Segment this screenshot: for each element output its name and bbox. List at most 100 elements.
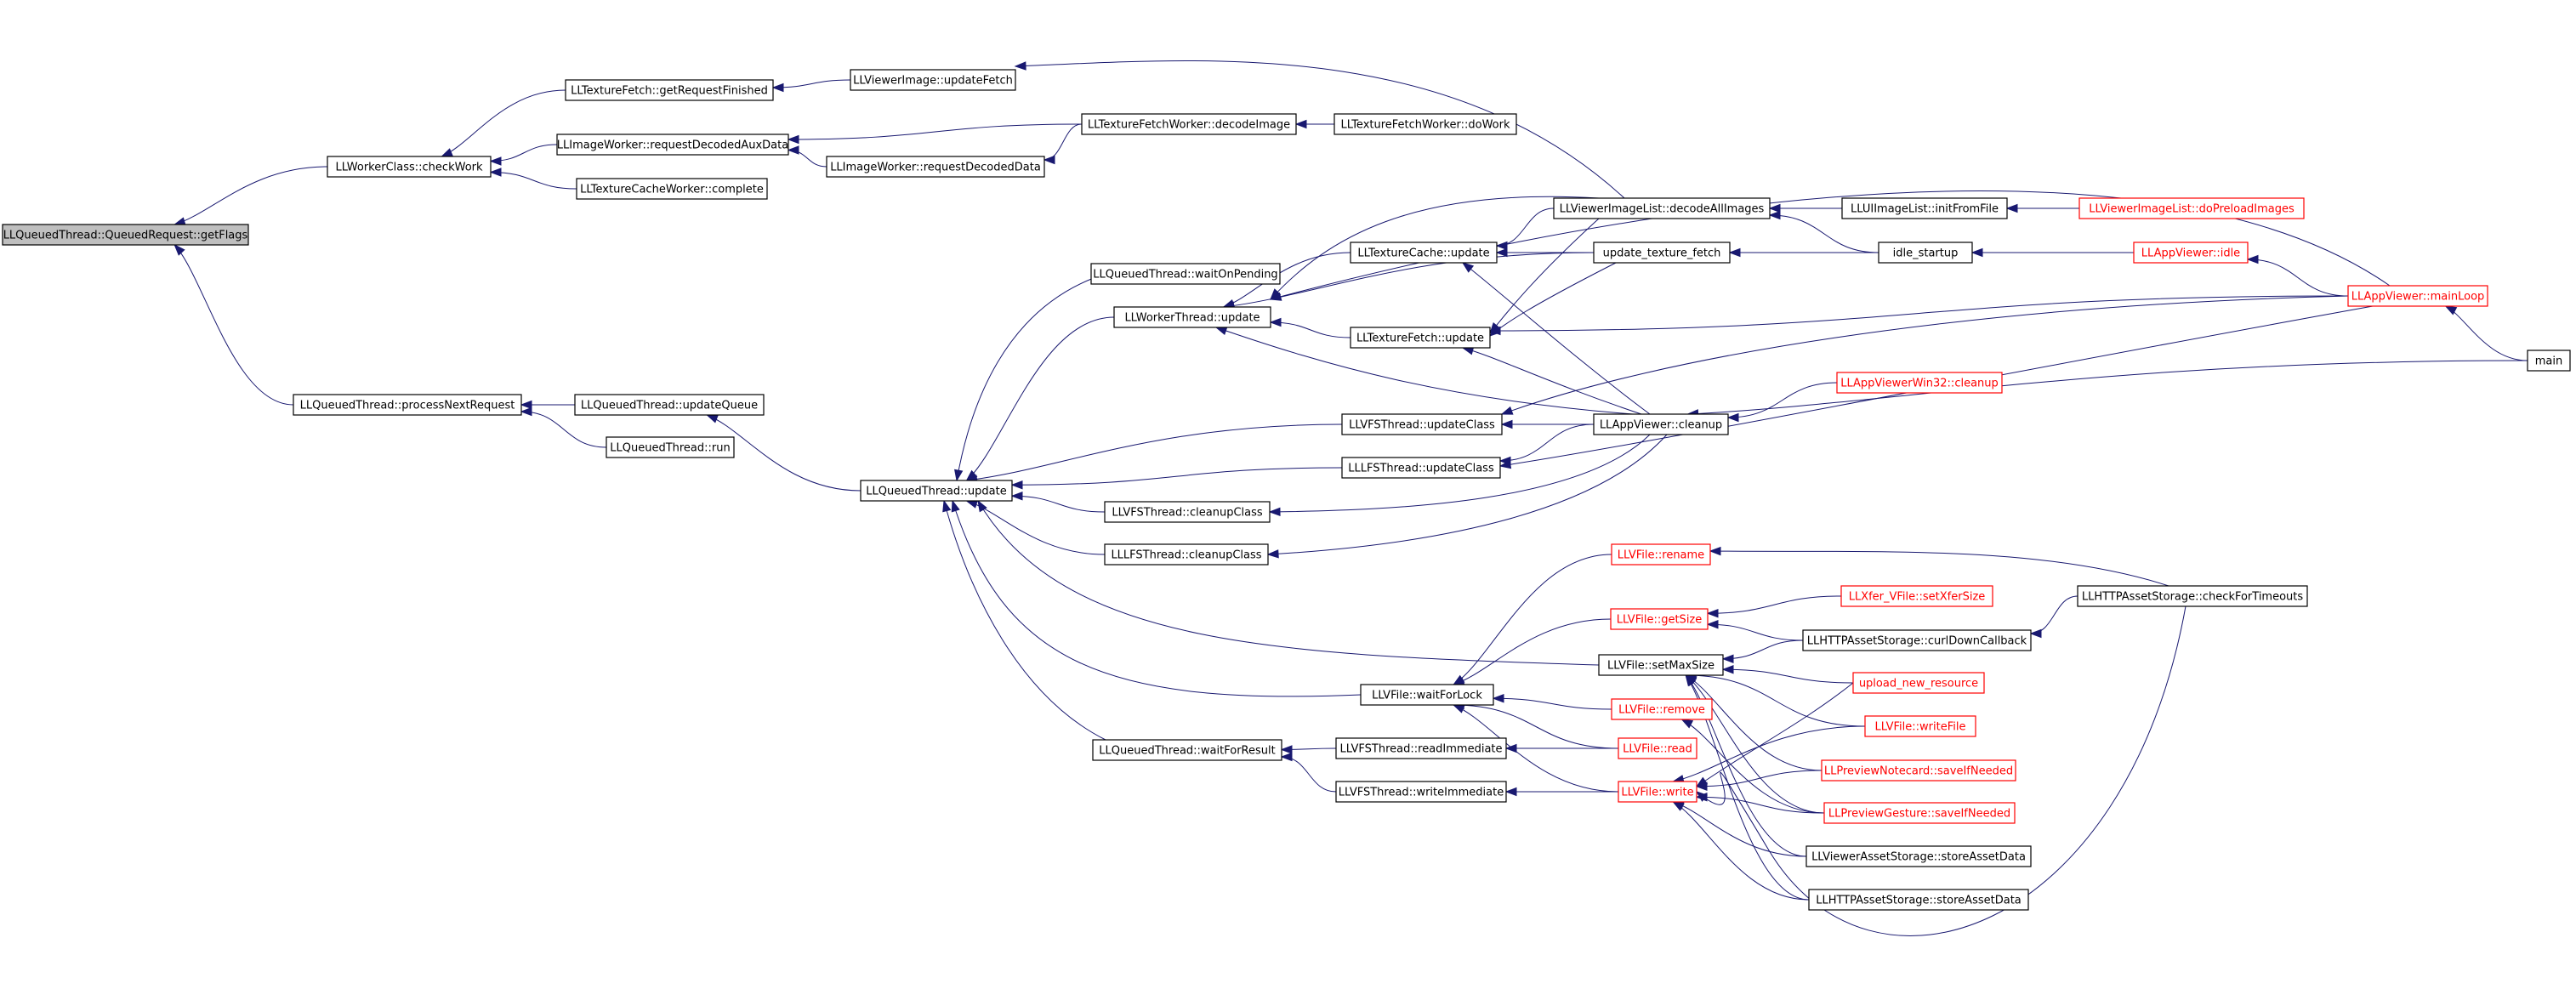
node-updateTextureFetch[interactable]: update_texture_fetch [1593, 242, 1731, 264]
edge-remove-to-waitForLock-arrowhead [1492, 694, 1504, 703]
node-uploadNewResource[interactable]: upload_new_resource [1852, 672, 1985, 694]
node-label: LLTextureFetch::getRequestFinished [571, 85, 768, 98]
node-decodeImage[interactable]: LLTextureFetchWorker::decodeImage [1081, 113, 1297, 135]
edge-updateTextureFetch-to-wtUpdate [1223, 252, 1595, 308]
node-write[interactable]: LLVFile::write [1618, 781, 1697, 803]
node-qtRun[interactable]: LLQueuedThread::run [606, 436, 735, 458]
node-vfsCleanupClass[interactable]: LLVFSThread::cleanupClass [1104, 501, 1271, 523]
edge-main-to-mainLoop-arrowhead [2444, 305, 2458, 315]
node-updateFetch[interactable]: LLViewerImage::updateFetch [850, 69, 1016, 91]
edge-decodeAllImages-to-texFetchUpdate [1489, 218, 1600, 334]
node-gestureSave[interactable]: LLPreviewGesture::saveIfNeeded [1823, 802, 2016, 824]
node-box [1090, 263, 1281, 285]
node-httpStoreAsset[interactable]: LLHTTPAssetStorage::storeAssetData [1808, 889, 2029, 911]
node-notecardSave[interactable]: LLPreviewNotecard::saveIfNeeded [1821, 759, 2016, 782]
node-getFlags[interactable]: LLQueuedThread::QueuedRequest::getFlags [2, 224, 249, 246]
node-getSize[interactable]: LLVFile::getSize [1610, 608, 1709, 630]
edge-qtUpdate-to-updateQueue [707, 414, 862, 492]
node-initFromFile[interactable]: LLUIImageList::initFromFile [1841, 197, 2008, 219]
edge-updateTextureFetch-to-texCacheUpdate-arrowhead [1495, 247, 1508, 258]
node-box [1104, 543, 1269, 566]
node-waitForLock[interactable]: LLVFile::waitForLock [1360, 684, 1494, 706]
node-box [2347, 285, 2488, 307]
node-remove[interactable]: LLVFile::remove [1611, 698, 1713, 720]
node-box [1618, 781, 1697, 803]
node-read[interactable]: LLVFile::read [1618, 737, 1697, 759]
node-box [1611, 698, 1713, 720]
node-texCacheUpdate[interactable]: LLTextureCache::update [1350, 242, 1498, 264]
node-waitOnPending[interactable]: LLQueuedThread::waitOnPending [1090, 263, 1281, 285]
node-label: idle_startup [1893, 247, 1959, 260]
edge-mainLoop-to-texFetchUpdate-arrowhead [1488, 326, 1501, 336]
edge-requestDecodedAuxData-to-checkWork-arrowhead [489, 156, 502, 166]
edge-mainLoop-to-wtUpdate [1270, 190, 2391, 300]
edge-checkForTimeouts-to-rename-arrowhead [1709, 546, 1721, 556]
node-decodeAllImages[interactable]: LLViewerImageList::decodeAllImages [1553, 197, 1771, 219]
edge-updateFetch-to-getRequestFinished-arrowhead [771, 82, 784, 93]
node-viewerStoreAsset[interactable]: LLViewerAssetStorage::storeAssetData [1805, 845, 2032, 867]
node-box [2133, 242, 2249, 264]
node-label: LLAppViewer::mainLoop [2351, 291, 2485, 304]
node-vfsUpdateClass[interactable]: LLVFSThread::updateClass [1341, 413, 1503, 435]
edge-uploadNewResource-to-write [1696, 682, 1854, 787]
node-idleStartup[interactable]: idle_startup [1878, 242, 1973, 264]
node-label: LLQueuedThread::update [866, 486, 1006, 498]
edge-writeImmediate-to-waitForResult [1281, 756, 1337, 793]
edge-texFetchUpdate-to-wtUpdate [1270, 321, 1351, 338]
edge-mainLoop-to-lfsUpdateClass-arrowhead [1498, 459, 1512, 469]
node-requestDecodedData[interactable]: LLImageWorker::requestDecodedData [826, 156, 1045, 178]
node-writeFile[interactable]: LLVFile::writeFile [1864, 715, 1976, 737]
edge-decodeAllImages-to-updateFetch [1015, 60, 1625, 199]
node-doWork[interactable]: LLTextureFetchWorker::doWork [1333, 113, 1517, 135]
edge-gestureSave-to-remove-arrowhead [1680, 719, 1694, 729]
node-box [1808, 889, 2029, 911]
edge-lfsUpdateClass-to-qtUpdate [1011, 467, 1343, 486]
node-doPreloadImages[interactable]: LLViewerImageList::doPreloadImages [2078, 197, 2305, 219]
node-box [1350, 327, 1491, 349]
node-texFetchUpdate[interactable]: LLTextureFetch::update [1350, 327, 1491, 349]
node-label: LLViewerImageList::decodeAllImages [1560, 203, 1765, 216]
node-setXferSize[interactable]: LLXfer_VFile::setXferSize [1840, 585, 1993, 607]
node-appCleanup[interactable]: LLAppViewer::cleanup [1593, 413, 1729, 435]
node-updateQueue[interactable]: LLQueuedThread::updateQueue [574, 394, 765, 416]
node-box [1335, 781, 1507, 803]
node-lfsCleanupClass[interactable]: LLLFSThread::cleanupClass [1104, 543, 1269, 566]
node-label: LLPreviewGesture::saveIfNeeded [1828, 808, 2010, 821]
edge-appCleanup-to-wtUpdate-arrowhead [1214, 327, 1228, 336]
edge-main-to-mainLoop [2445, 305, 2528, 361]
node-requestDecodedAuxData[interactable]: LLImageWorker::requestDecodedAuxData [556, 134, 789, 156]
node-win32Cleanup[interactable]: LLAppViewerWin32::cleanup [1836, 372, 2003, 394]
node-waitForResult[interactable]: LLQueuedThread::waitForResult [1092, 739, 1282, 761]
edge-idleStartup-to-decodeAllImages [1769, 214, 1879, 253]
node-label: LLQueuedThread::waitForResult [1099, 745, 1275, 758]
node-box [826, 156, 1045, 178]
node-lfsUpdateClass[interactable]: LLLFSThread::updateClass [1341, 457, 1501, 479]
node-main[interactable]: main [2527, 350, 2571, 372]
edge-checkForTimeouts-to-rename [1709, 550, 2169, 587]
node-rename[interactable]: LLVFile::rename [1611, 543, 1711, 566]
edge-waitOnPending-to-qtUpdate [956, 273, 1106, 481]
node-box [327, 156, 492, 178]
node-setMaxSize[interactable]: LLVFile::setMaxSize [1598, 654, 1724, 676]
node-mainLoop[interactable]: LLAppViewer::mainLoop [2347, 285, 2488, 307]
node-label: LLTextureFetchWorker::doWork [1341, 119, 1510, 132]
node-getRequestFinished[interactable]: LLTextureFetch::getRequestFinished [565, 79, 774, 101]
edge-waitForLock-to-qtUpdate [952, 500, 1362, 697]
node-box [574, 394, 765, 416]
node-tcwComplete[interactable]: LLTextureCacheWorker::complete [576, 178, 768, 200]
edge-appCleanup-to-vfsUpdateClass-arrowhead [1500, 419, 1513, 429]
node-readImmediate[interactable]: LLVFSThread::readImmediate [1335, 737, 1507, 759]
node-checkForTimeouts[interactable]: LLHTTPAssetStorage::checkForTimeouts [2077, 585, 2308, 607]
node-box [1852, 672, 1985, 694]
node-label: LLVFile::read [1623, 743, 1692, 756]
node-appIdle[interactable]: LLAppViewer::idle [2133, 242, 2249, 264]
node-writeImmediate[interactable]: LLVFSThread::writeImmediate [1335, 781, 1507, 803]
node-qtUpdate[interactable]: LLQueuedThread::update [860, 480, 1013, 502]
node-checkWork[interactable]: LLWorkerClass::checkWork [327, 156, 492, 178]
edge-viewerStoreAsset-to-setMaxSize [1685, 674, 1807, 857]
node-curlDownCallback[interactable]: LLHTTPAssetStorage::curlDownCallback [1802, 629, 2032, 651]
node-processNextRequest[interactable]: LLQueuedThread::processNextRequest [293, 394, 522, 416]
node-wtUpdate[interactable]: LLWorkerThread::update [1113, 306, 1271, 328]
edge-updateQueue-to-processNextRequest-arrowhead [520, 400, 532, 410]
